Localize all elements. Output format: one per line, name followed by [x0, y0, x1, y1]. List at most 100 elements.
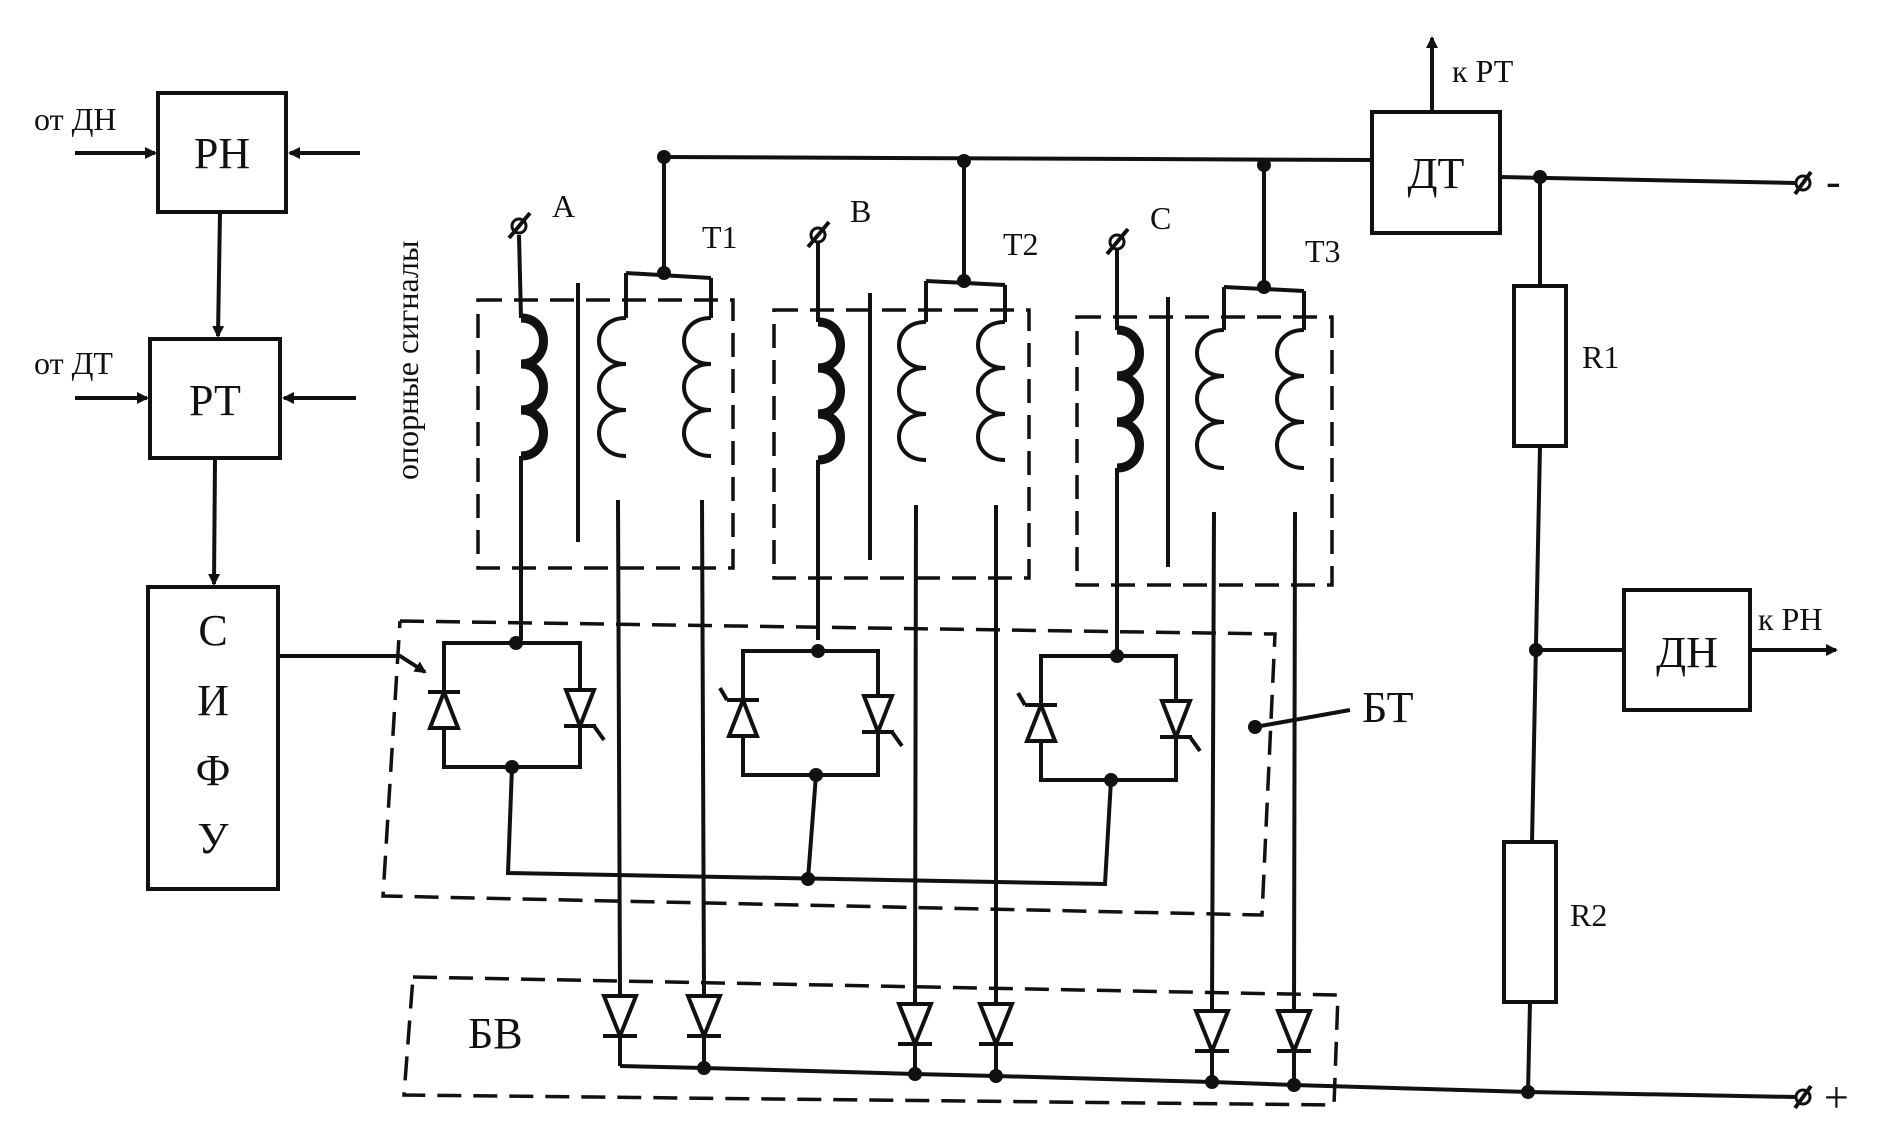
t1-secondary-coil-2	[682, 316, 712, 458]
block-rn	[156, 91, 288, 214]
label-phase-c: C	[1150, 200, 1171, 236]
t2-term-slash	[806, 220, 831, 249]
block-dn-label: ДН	[1656, 628, 1718, 677]
t3-s1-out	[1210, 511, 1216, 1011]
thyristor-2a	[726, 694, 760, 738]
t1-primary-lead	[517, 234, 523, 319]
label-bv: БВ	[468, 1009, 523, 1058]
thyristor-pair-2	[741, 649, 880, 777]
thyristor-pair-1	[442, 641, 582, 769]
t2-secondary-coil-2	[976, 320, 1006, 462]
thyristor-block-bt: БТ	[381, 619, 1414, 917]
diode-5	[1193, 1009, 1231, 1057]
transformer-t3: C T3	[1075, 165, 1341, 1011]
block-sifu	[146, 585, 280, 891]
diode-2	[685, 994, 723, 1042]
label-to-rn: к РН	[1758, 601, 1822, 637]
arrow-sifu-bt	[278, 654, 427, 674]
t3-secondary-coil-1	[1195, 328, 1225, 470]
node	[697, 1061, 711, 1075]
t2-frame	[772, 308, 1031, 580]
t3-primary-coil	[1116, 325, 1144, 473]
label-phase-a: A	[552, 188, 575, 224]
t2-secondary-coil-1	[897, 320, 927, 462]
t3-frame	[1075, 315, 1334, 587]
minus-bus-line-right	[1499, 175, 1796, 185]
t1-term-slash	[507, 211, 532, 240]
minus-bus: ДТ к РТ -	[657, 36, 1841, 235]
arrow-rt-sifu	[208, 457, 221, 586]
transformer-t2: B T2	[772, 161, 1039, 1004]
sifu-letter-2: И	[197, 676, 229, 725]
label-t1: T1	[702, 219, 738, 255]
plus-bus	[619, 1064, 1796, 1099]
label-reference-signals: опорные сигналы	[389, 241, 425, 480]
t1-secondary-coil-1	[597, 316, 627, 458]
label-t3: T3	[1305, 233, 1341, 269]
resistor-r1	[1512, 284, 1568, 448]
minus-bus-line-left	[661, 155, 1373, 162]
diode-1	[601, 994, 639, 1042]
sifu-letter-4: У	[197, 814, 229, 863]
control-chain: РН РТ С И Ф У от ДН от ДТ опорные сигнал…	[34, 91, 427, 891]
thyristor-pair-3	[1039, 654, 1178, 782]
thyristor-3a-gate	[1016, 691, 1027, 707]
t3-tap-bar	[1223, 285, 1305, 293]
bt-leader	[1254, 708, 1351, 729]
minus-terminal-slash	[1793, 170, 1813, 196]
arrow-rn-rt	[212, 211, 225, 338]
node	[908, 1067, 922, 1081]
t2-s1-out	[913, 504, 918, 1004]
transformer-t1: A T1	[476, 157, 738, 996]
block-dt	[1370, 110, 1502, 235]
diode-6	[1275, 1009, 1313, 1057]
plus-terminal-slash	[1793, 1084, 1813, 1110]
r2-bottom-lead	[1526, 1001, 1532, 1093]
t3-s2-out	[1292, 511, 1297, 1011]
thyristor-3b	[1159, 699, 1193, 743]
t1-frame	[476, 298, 735, 570]
thyristor-2b-gate	[890, 730, 904, 748]
label-from-dt: от ДТ	[34, 345, 113, 381]
resistor-r2	[1502, 840, 1558, 1004]
block-rt	[148, 337, 282, 460]
bt-frame	[381, 619, 1277, 917]
t2-tap-bar	[925, 279, 1006, 287]
thyristor-1a	[427, 686, 461, 730]
label-from-dn: от ДН	[34, 101, 117, 137]
node	[1287, 1078, 1301, 1092]
sifu-letter-1: С	[198, 606, 227, 655]
diode-block-bv: БВ	[402, 975, 1796, 1107]
diode-3	[896, 1002, 934, 1050]
thyristor-3b-gate	[1188, 735, 1202, 753]
t3-term-slash	[1105, 227, 1130, 256]
thyristor-2a-gate	[718, 686, 729, 702]
thyristor-1b-gate	[592, 724, 606, 742]
t3-secondary-coil-2	[1275, 328, 1305, 470]
node	[801, 872, 815, 886]
thyristor-1b	[563, 688, 597, 732]
sifu-letter-3: Ф	[196, 746, 231, 795]
thyristor-2b	[861, 694, 895, 738]
node	[1110, 649, 1124, 663]
label-bt: БТ	[1362, 683, 1414, 732]
label-r1: R1	[1582, 339, 1619, 375]
bv-frame	[402, 975, 1340, 1107]
block-rn-label: РН	[194, 129, 250, 178]
voltage-divider: R1 R2 ДН к РН	[1502, 177, 1838, 1093]
t1-primary-coil	[520, 313, 548, 461]
node	[811, 644, 825, 658]
diode-4	[977, 1002, 1015, 1050]
t2-primary-coil	[817, 317, 845, 465]
label-to-rt: к РТ	[1452, 53, 1514, 89]
node	[989, 1069, 1003, 1083]
label-phase-b: B	[850, 193, 871, 229]
block-dt-label: ДТ	[1408, 149, 1465, 198]
label-plus: +	[1824, 1073, 1849, 1122]
node	[509, 636, 523, 650]
label-minus: -	[1826, 157, 1841, 206]
label-t2: T2	[1003, 226, 1039, 262]
label-r2: R2	[1570, 897, 1607, 933]
block-rt-label: РТ	[189, 376, 241, 425]
